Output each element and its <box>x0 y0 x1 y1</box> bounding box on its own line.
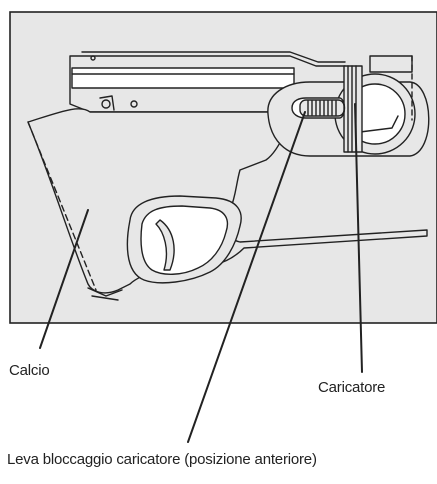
grip-bottom-detail <box>87 287 123 301</box>
magazine-top-block <box>369 55 413 73</box>
stock-dashed-outline <box>27 121 97 291</box>
magazine-rib-plate <box>343 65 363 153</box>
magazine-release-lever-front <box>299 99 345 117</box>
trigger <box>155 219 175 271</box>
pin-top <box>90 55 96 61</box>
pin-right <box>130 100 138 108</box>
label-magazine: Caricatore <box>318 379 386 396</box>
hammer-detail <box>99 95 115 111</box>
slide-window <box>71 67 295 89</box>
label-stock: Calcio <box>9 362 50 379</box>
leader-line-release <box>187 111 306 443</box>
leader-line-magazine <box>354 103 363 373</box>
pin-left <box>101 99 111 109</box>
magazine-inner-detail <box>359 115 399 133</box>
receiver-top-rail <box>81 51 346 63</box>
leader-line-stock <box>39 209 89 349</box>
label-magazine-release-lever: Leva bloccaggio caricatore (posizione an… <box>7 451 317 468</box>
